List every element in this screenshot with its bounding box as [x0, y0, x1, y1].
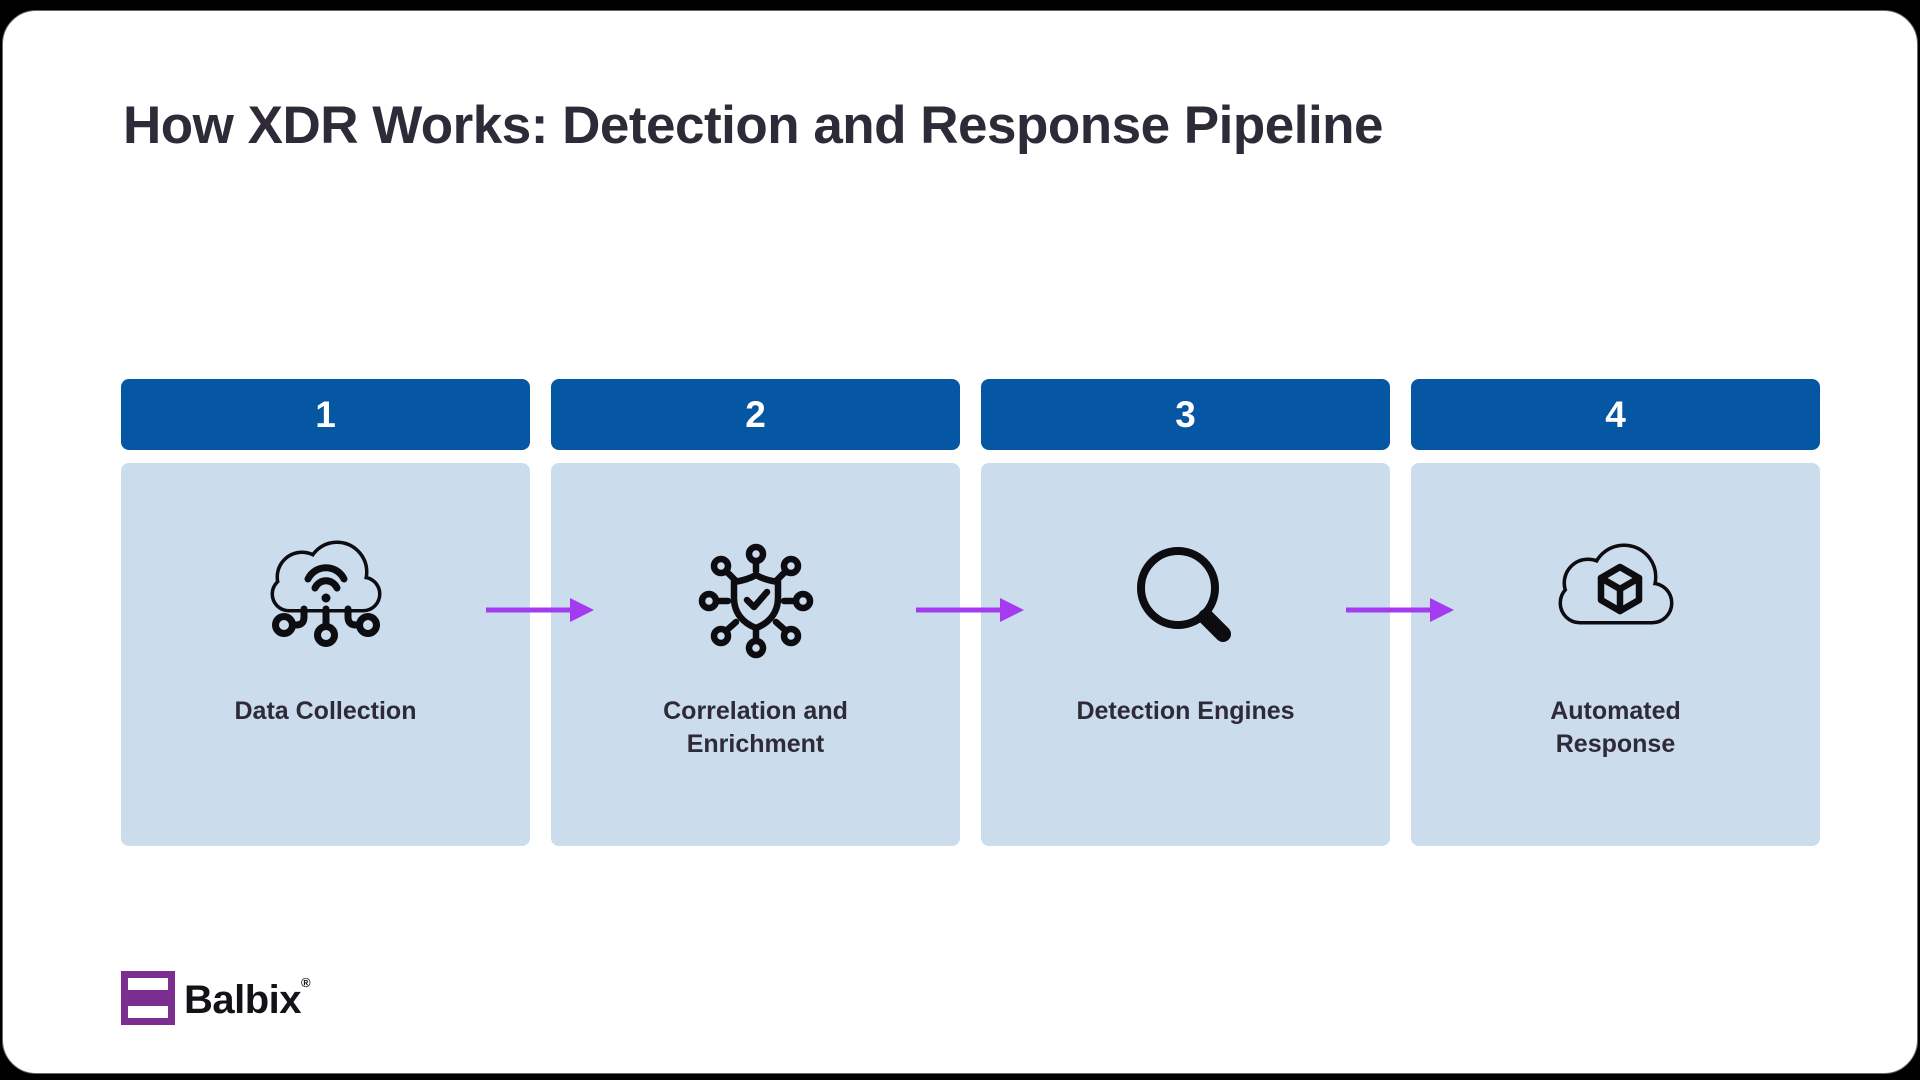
step-body: Automated Response [1411, 463, 1820, 846]
step-number-header: 2 [551, 379, 960, 450]
pipeline-step-2: 2 [551, 379, 960, 846]
flow-arrow-icon [1346, 598, 1454, 622]
shield-nodes-icon [690, 535, 822, 667]
balbix-logo: Balbix® [121, 971, 311, 1025]
step-label: Automated Response [1550, 697, 1681, 758]
step-body: Correlation and Enrichment [551, 463, 960, 846]
pipeline-step-4: 4 [1411, 379, 1820, 846]
step-label: Data Collection [234, 697, 417, 725]
step-label: Detection Engines [1076, 697, 1295, 725]
magnifying-glass-icon [1120, 535, 1252, 667]
step-label: Correlation and Enrichment [663, 697, 848, 758]
step-number-header: 1 [121, 379, 530, 450]
registered-trademark: ® [301, 975, 311, 990]
pipeline-row: 1 [121, 379, 1820, 846]
cloud-network-icon [260, 535, 392, 667]
cloud-package-icon [1550, 535, 1682, 667]
step-number-header: 4 [1411, 379, 1820, 450]
step-body: Data Collection [121, 463, 530, 846]
infographic-canvas: How XDR Works: Detection and Response Pi… [2, 10, 1918, 1074]
flow-arrow-icon [486, 598, 594, 622]
flow-arrow-icon [916, 598, 1024, 622]
pipeline-step-1: 1 [121, 379, 530, 846]
step-body: Detection Engines [981, 463, 1390, 846]
balbix-logo-bar [128, 990, 168, 1006]
balbix-logo-mark-icon [121, 971, 175, 1025]
pipeline-step-3: 3 Detection Engines [981, 379, 1390, 846]
brand-name: Balbix [184, 978, 302, 1022]
page-title: How XDR Works: Detection and Response Pi… [123, 96, 1384, 155]
balbix-wordmark: Balbix® [184, 975, 311, 1022]
step-number-header: 3 [981, 379, 1390, 450]
